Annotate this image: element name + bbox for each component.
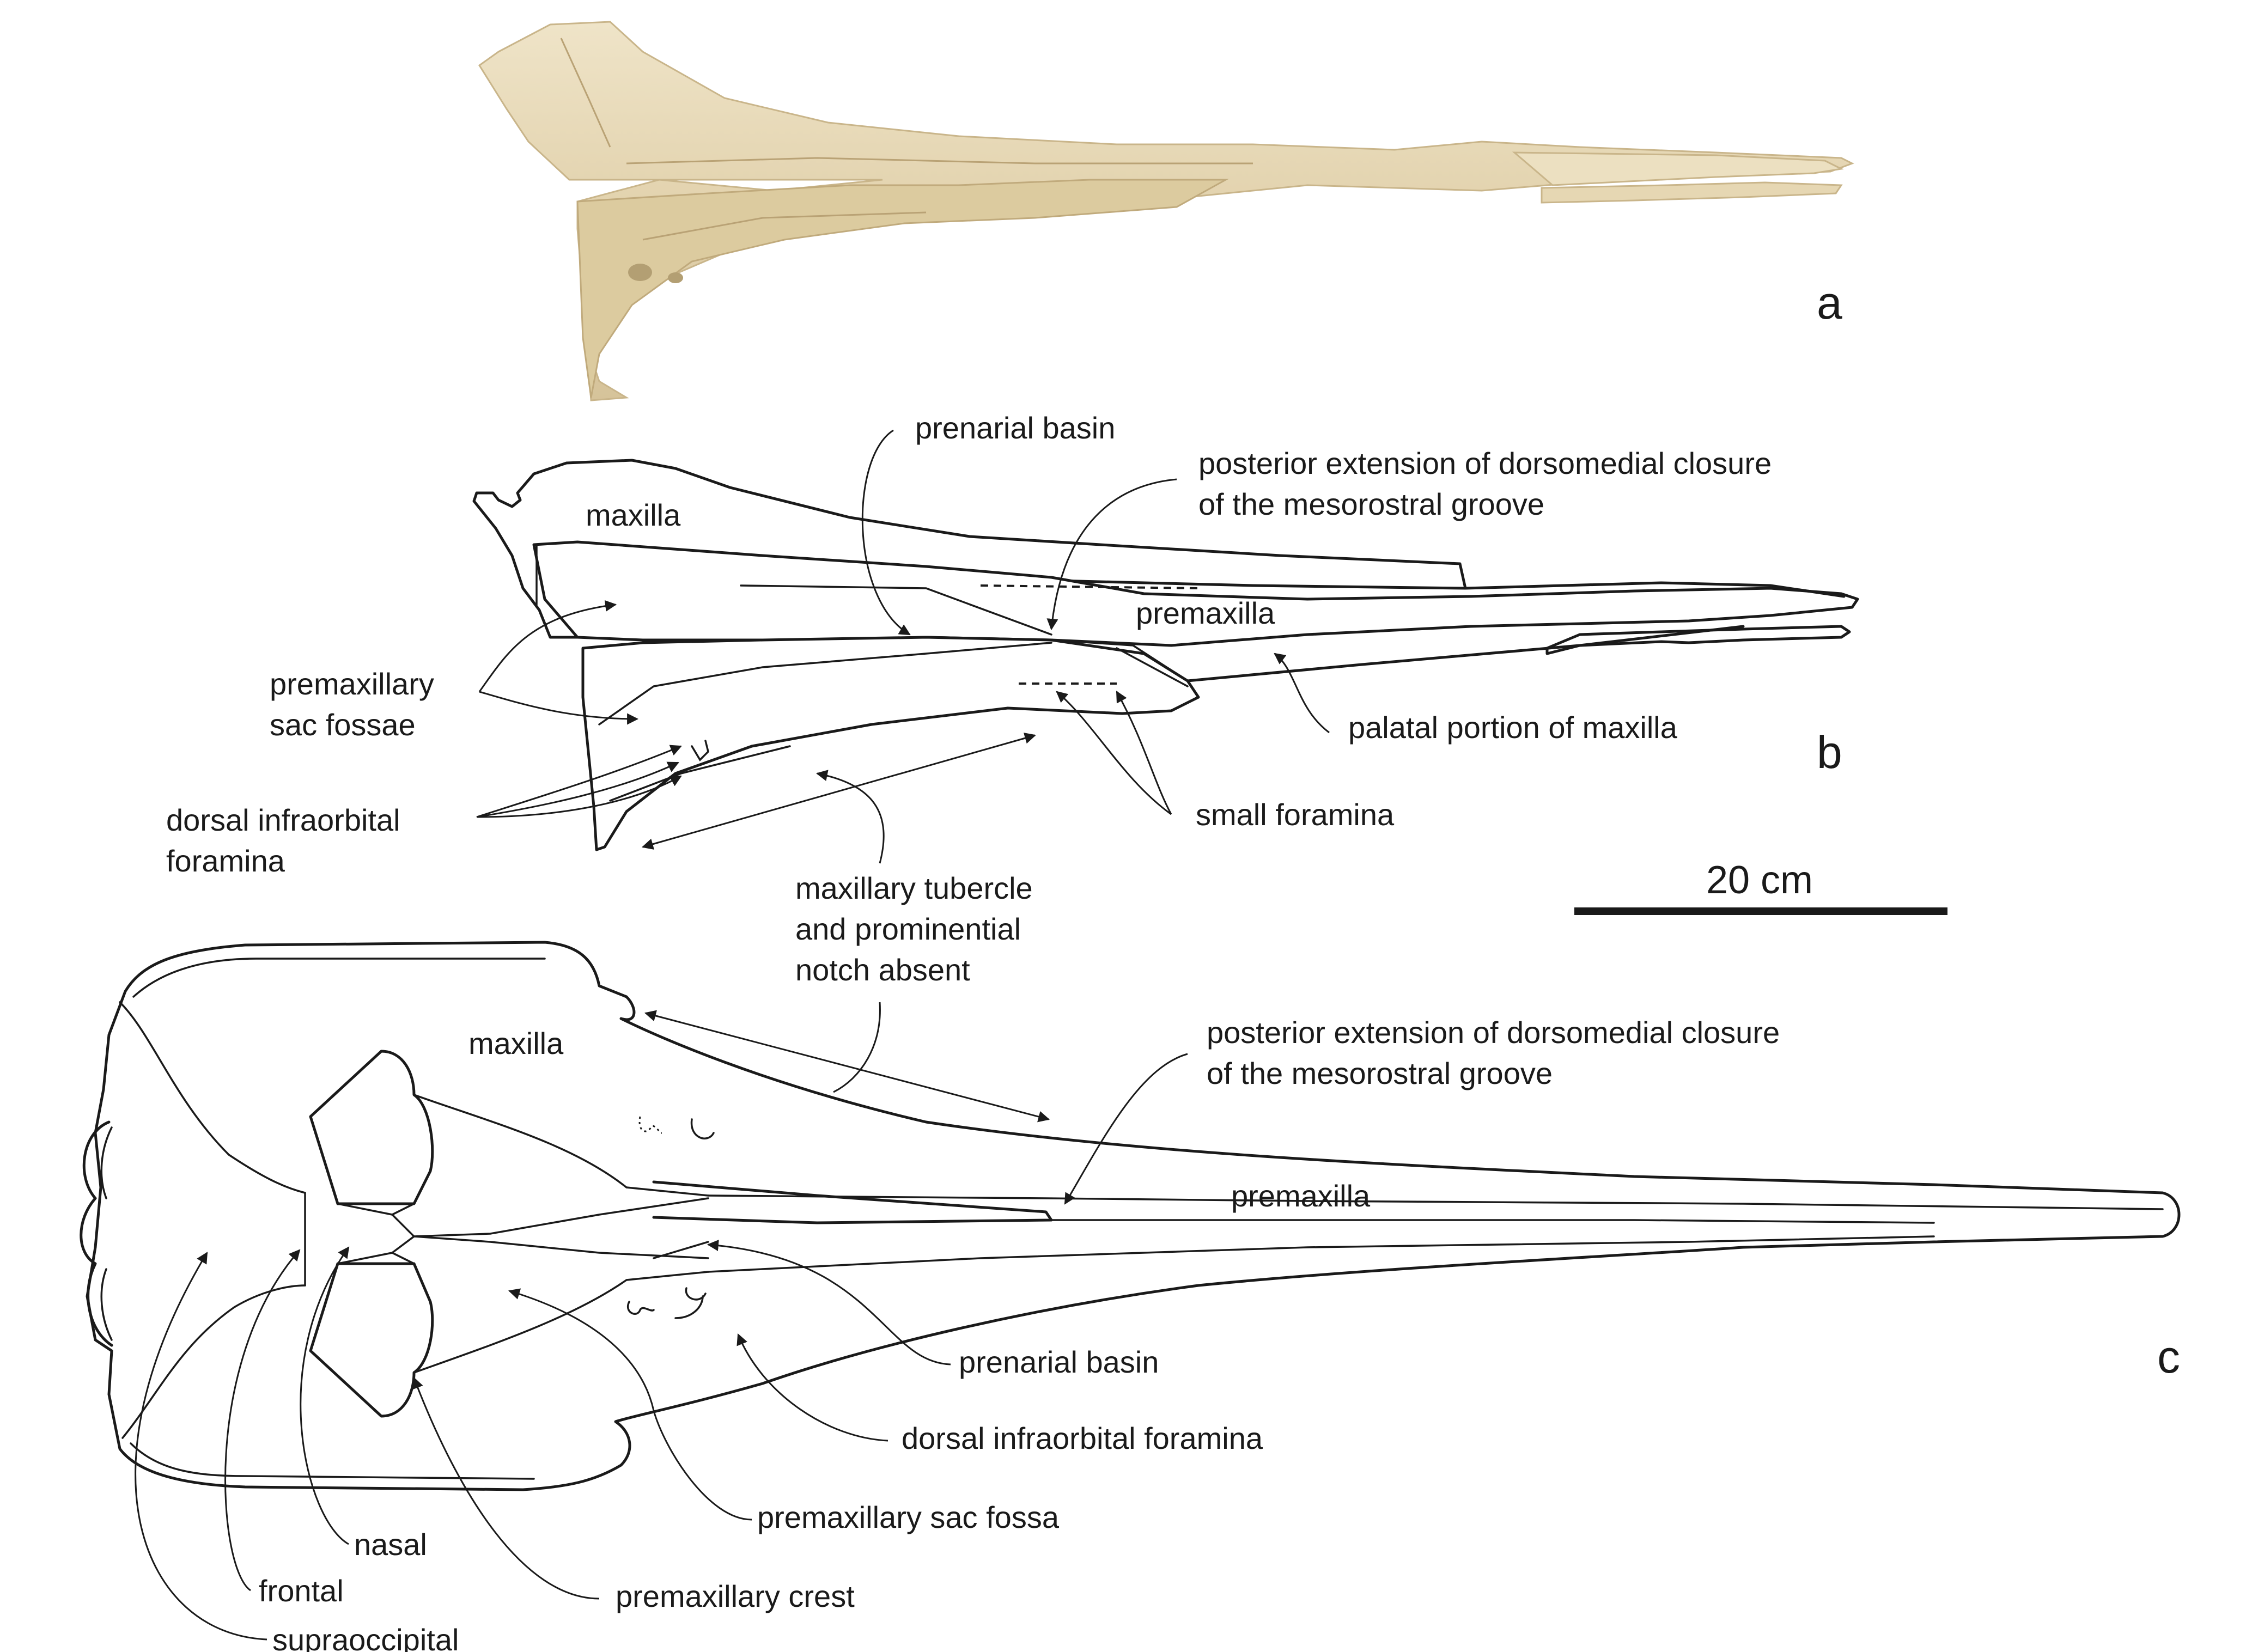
label-b-premaxilla: premaxilla <box>1136 596 1275 630</box>
label-b-posterior-extension-2: of the mesorostral groove <box>1198 487 1544 521</box>
label-maxillary-tubercle-2: and prominential <box>795 912 1021 946</box>
label-b-posterior-extension-1: posterior extension of dorsomedial closu… <box>1198 446 1772 480</box>
label-b-premaxillary-sac-fossae-1: premaxillary <box>270 667 434 701</box>
label-c-nasal: nasal <box>354 1527 427 1562</box>
leaders-b <box>476 429 1330 864</box>
label-b-dorsal-infraorbital-2: foramina <box>166 844 285 878</box>
panel-label-a: a <box>1817 277 1842 328</box>
label-b-small-foramina: small foramina <box>1196 797 1395 832</box>
label-b-prenarial-basin: prenarial basin <box>915 411 1115 445</box>
label-b-palatal-portion: palatal portion of maxilla <box>1348 710 1678 745</box>
scale-bar-label: 20 cm <box>1706 858 1813 902</box>
label-c-supraoccipital: supraoccipital <box>272 1623 459 1652</box>
label-maxillary-tubercle-1: maxillary tubercle <box>795 871 1033 905</box>
label-c-dorsal-infraorbital: dorsal infraorbital foramina <box>902 1421 1263 1455</box>
label-b-dorsal-infraorbital-1: dorsal infraorbital <box>166 803 400 837</box>
label-c-prenarial-basin: prenarial basin <box>959 1345 1159 1379</box>
leaders-c <box>135 1002 1188 1641</box>
label-c-premaxilla: premaxilla <box>1231 1179 1371 1213</box>
panel-label-b: b <box>1817 727 1842 778</box>
label-c-frontal: frontal <box>259 1574 344 1608</box>
skull-drawing-b <box>472 459 1859 851</box>
label-c-posterior-extension-2: of the mesorostral groove <box>1207 1056 1553 1090</box>
label-b-maxilla: maxilla <box>586 498 681 532</box>
label-c-premaxillary-sac-fossa: premaxillary sac fossa <box>757 1500 1060 1534</box>
fossil-photograph <box>478 21 1854 401</box>
label-c-posterior-extension-1: posterior extension of dorsomedial closu… <box>1207 1015 1780 1050</box>
skull-drawing-c <box>80 941 2181 1491</box>
scale-bar: 20 cm <box>1574 858 1947 915</box>
label-b-premaxillary-sac-fossae-2: sac fossae <box>270 708 416 742</box>
label-c-maxilla: maxilla <box>468 1026 564 1060</box>
label-maxillary-tubercle-3: notch absent <box>795 953 970 987</box>
panel-label-c: c <box>2157 1331 2180 1382</box>
label-c-premaxillary-crest: premaxillary crest <box>616 1579 855 1613</box>
